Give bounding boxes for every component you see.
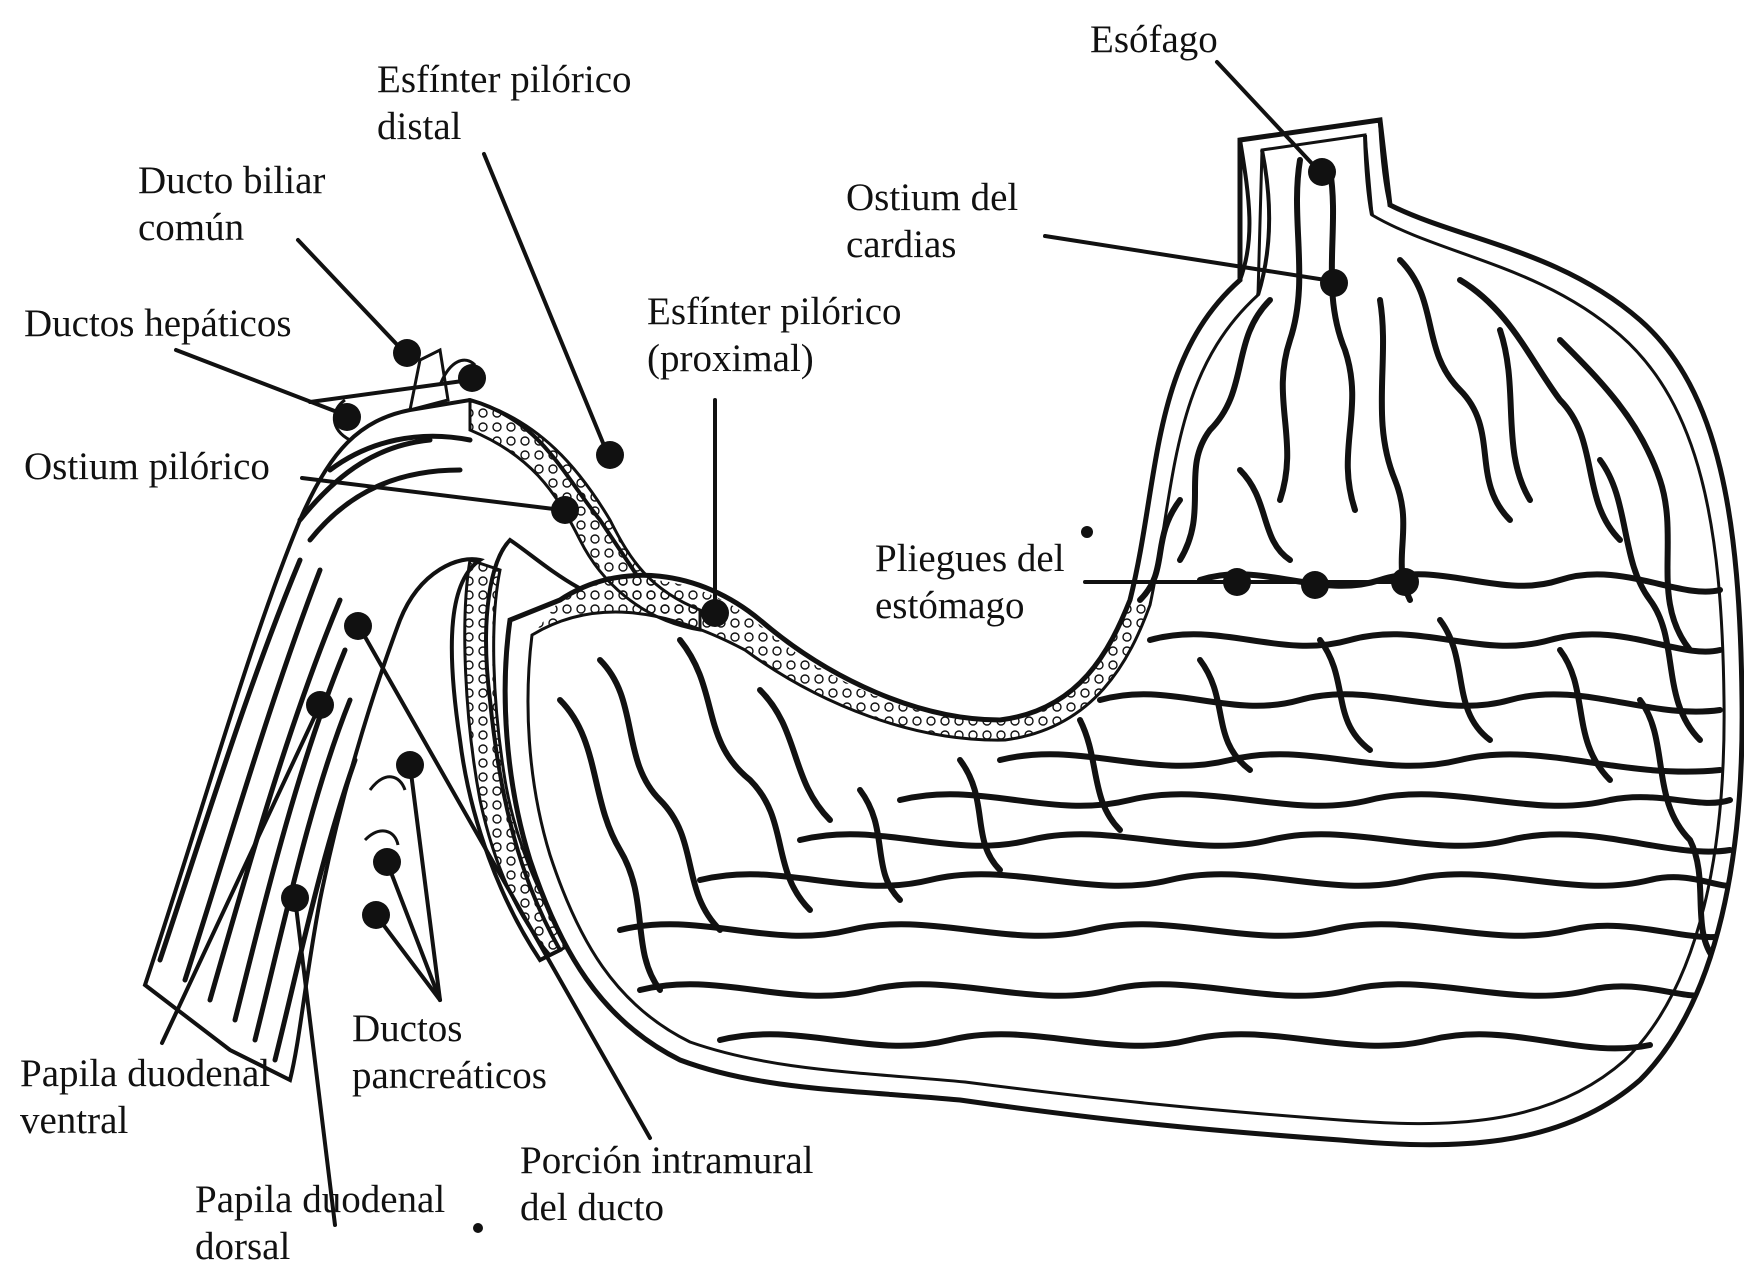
label-ductos-pancreaticos: Ductos pancreáticos [352, 1005, 547, 1099]
leader-ducto-biliar [298, 240, 405, 353]
label-ductos-hepaticos-text: Ductos hepáticos [24, 300, 292, 347]
label-papila-dorsal: Papila duodenal dorsal [195, 1176, 445, 1270]
label-ductos-hepaticos: Ductos hepáticos [24, 300, 292, 347]
dot-hepatico-1 [333, 403, 361, 431]
label-pliegues-line1: Pliegues del [875, 535, 1065, 582]
stray-dot-2 [473, 1223, 483, 1233]
leader-hepaticos-1 [176, 350, 345, 415]
label-esfinter-distal-line2: distal [377, 103, 632, 150]
label-porcion-intramural: Porción intramural del ducto [520, 1137, 814, 1231]
label-ostium-pilorico: Ostium pilórico [24, 443, 270, 490]
label-ductos-pancreaticos-line2: pancreáticos [352, 1052, 547, 1099]
label-esfinter-proximal: Esfínter pilórico (proximal) [647, 288, 902, 382]
label-ostium-pilorico-text: Ostium pilórico [24, 443, 270, 490]
dot-esfinter-proximal [701, 599, 729, 627]
dot-pliegues-2 [1301, 571, 1329, 599]
dot-ostium-cardias [1320, 269, 1348, 297]
label-esofago-text: Esófago [1090, 16, 1218, 63]
label-papila-ventral: Papila duodenal ventral [20, 1050, 270, 1144]
stomach [505, 120, 1742, 1145]
label-esfinter-proximal-line2: (proximal) [647, 335, 902, 382]
dot-pancreatico-2 [373, 848, 401, 876]
leader-esfinter-distal [484, 154, 608, 455]
dot-ducto-biliar [393, 339, 421, 367]
dot-esofago [1308, 158, 1336, 186]
label-ostium-cardias: Ostium del cardias [846, 174, 1018, 268]
label-ducto-biliar: Ducto biliar común [138, 157, 325, 251]
dot-papila-ventral [306, 691, 334, 719]
dot-pancreatico-1 [396, 751, 424, 779]
label-ducto-biliar-line2: común [138, 204, 325, 251]
label-esfinter-proximal-line1: Esfínter pilórico [647, 288, 902, 335]
label-ostium-cardias-line1: Ostium del [846, 174, 1018, 221]
label-porcion-intramural-line2: del ducto [520, 1184, 814, 1231]
label-esfinter-distal-line1: Esfínter pilórico [377, 56, 632, 103]
label-papila-dorsal-line2: dorsal [195, 1223, 445, 1270]
dot-esfinter-distal [596, 441, 624, 469]
label-pliegues: Pliegues del estómago [875, 535, 1065, 629]
label-ductos-pancreaticos-line1: Ductos [352, 1005, 547, 1052]
label-papila-dorsal-line1: Papila duodenal [195, 1176, 445, 1223]
label-ostium-cardias-line2: cardias [846, 221, 1018, 268]
label-porcion-intramural-line1: Porción intramural [520, 1137, 814, 1184]
dot-pliegues-1 [1223, 568, 1251, 596]
dot-pliegues-3 [1391, 568, 1419, 596]
dot-ostium-pilorico [551, 496, 579, 524]
dot-intramural [344, 612, 372, 640]
stray-dot [1081, 526, 1093, 538]
label-papila-ventral-line2: ventral [20, 1097, 270, 1144]
dot-hepatico-2 [458, 364, 486, 392]
label-esofago: Esófago [1090, 16, 1218, 63]
dot-papila-dorsal [281, 884, 309, 912]
dot-pancreatico-3 [362, 901, 390, 929]
label-ducto-biliar-line1: Ducto biliar [138, 157, 325, 204]
label-papila-ventral-line1: Papila duodenal [20, 1050, 270, 1097]
label-pliegues-line2: estómago [875, 582, 1065, 629]
label-esfinter-distal: Esfínter pilórico distal [377, 56, 632, 150]
